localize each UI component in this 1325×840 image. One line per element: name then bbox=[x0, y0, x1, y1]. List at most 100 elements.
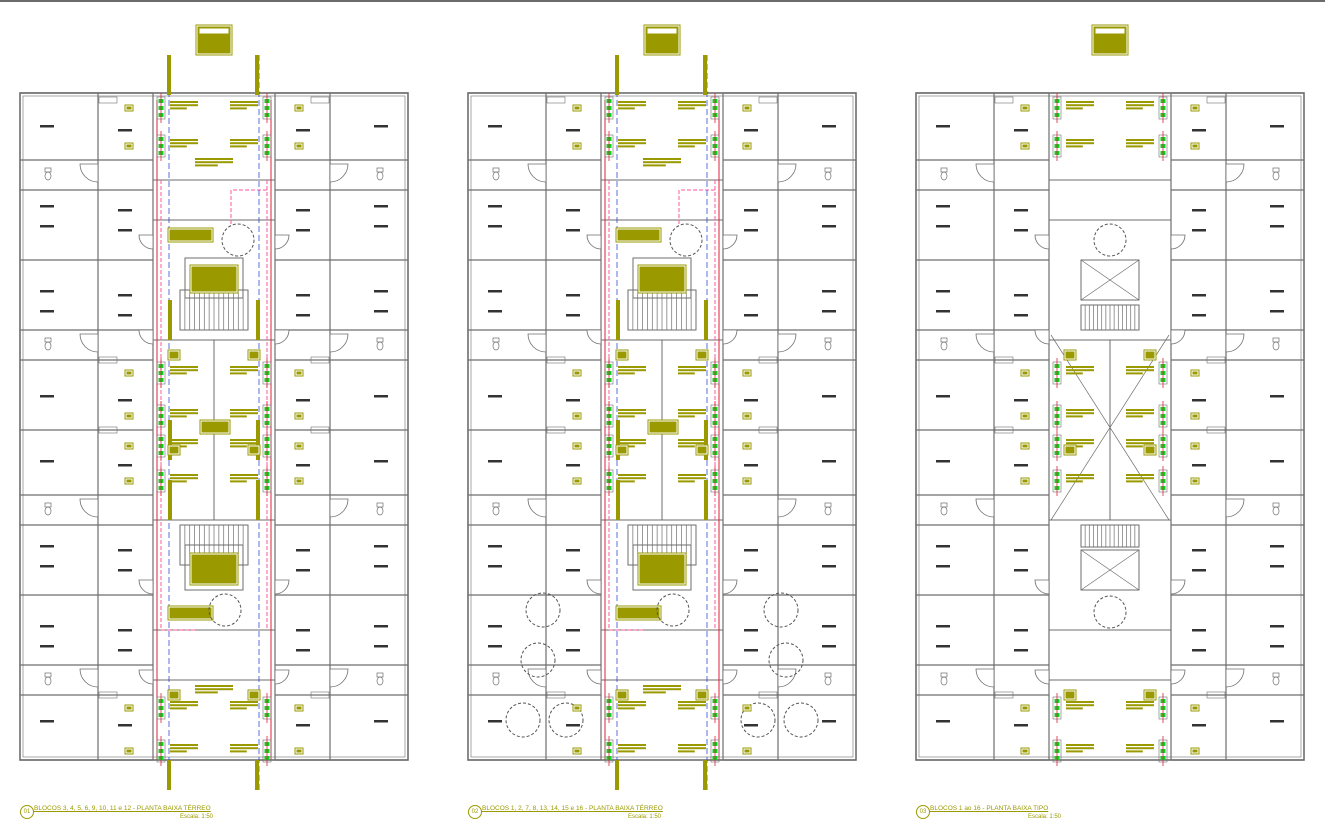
fixture-tag-right-fill bbox=[744, 749, 750, 753]
fixture-note-left-line bbox=[618, 142, 646, 145]
toilet-right-tank bbox=[1272, 167, 1280, 173]
fixture-tag-right bbox=[1190, 142, 1200, 150]
room-name bbox=[1014, 294, 1028, 297]
bath-door-right bbox=[777, 668, 797, 688]
bath-door-right bbox=[329, 668, 349, 688]
fixture-note-left-line bbox=[1066, 477, 1094, 480]
fixture-note-right-line bbox=[1126, 372, 1143, 375]
toilet-left-bowl bbox=[44, 506, 52, 516]
legend-gap bbox=[199, 28, 229, 34]
fixture-note-left-line bbox=[618, 409, 646, 411]
fixture-note-right bbox=[230, 701, 258, 710]
plumbing-cluster-left bbox=[156, 736, 166, 766]
note-block-fill bbox=[201, 421, 229, 433]
core-note-top-line bbox=[195, 164, 218, 167]
riser-bottom-right bbox=[255, 760, 259, 790]
core-label-upper bbox=[189, 264, 239, 294]
room-name bbox=[374, 205, 388, 208]
plumbing-cluster-right bbox=[1158, 693, 1168, 723]
room-name bbox=[936, 645, 950, 648]
fixture-tag-right-fill bbox=[1192, 479, 1198, 483]
valve-tag-left-fill bbox=[1065, 351, 1075, 359]
sink-right bbox=[1206, 356, 1226, 364]
fixture-tag-left-fill bbox=[1022, 106, 1028, 110]
plumbing-cluster-left bbox=[1052, 93, 1062, 123]
fixture-note-right-line bbox=[230, 480, 247, 483]
entry-door-right bbox=[722, 329, 738, 345]
entry-door-right bbox=[274, 329, 290, 345]
room-name bbox=[936, 395, 950, 398]
room-name bbox=[1192, 649, 1206, 652]
plumbing-cluster-left bbox=[604, 358, 614, 388]
room-name bbox=[488, 225, 502, 228]
fixture-note-right-line bbox=[678, 366, 706, 368]
fixture-note-right-line bbox=[1126, 442, 1154, 445]
elevator-x bbox=[1080, 549, 1140, 591]
core-note-top-line bbox=[643, 161, 681, 164]
plan-scale-2: Escala: 1:50 bbox=[628, 814, 662, 820]
room-name bbox=[1270, 460, 1284, 463]
valve-tag-left-fill bbox=[169, 446, 179, 454]
fixture-note-left-line bbox=[170, 474, 198, 476]
toilet-right-tank bbox=[824, 337, 832, 343]
fixture-note-left-line bbox=[618, 104, 646, 107]
fixture-note-left bbox=[170, 744, 198, 753]
fixture-note-right-line bbox=[1126, 747, 1154, 750]
fixture-note-right-line bbox=[678, 442, 706, 445]
toilet-left-tank bbox=[492, 672, 500, 678]
core-note-bottom bbox=[195, 685, 233, 694]
valve-tag-right-fill bbox=[1145, 691, 1155, 699]
bath-door-right-swing bbox=[1225, 333, 1245, 353]
valve-tag-right bbox=[247, 349, 261, 361]
fixture-tag-right bbox=[1190, 477, 1200, 485]
pipe-segment-right bbox=[704, 300, 708, 340]
room-name bbox=[296, 549, 310, 552]
toilet-left-tank bbox=[492, 502, 500, 508]
toilet-left-bowl bbox=[492, 341, 500, 351]
plumbing-cluster-right bbox=[710, 431, 720, 461]
toilet-left bbox=[940, 167, 948, 181]
fixture-note-left-line bbox=[170, 744, 198, 746]
room-name bbox=[744, 129, 758, 132]
room-name bbox=[374, 225, 388, 228]
accessibility-circle bbox=[740, 702, 776, 738]
toilet-left bbox=[492, 167, 500, 181]
bath-door-right bbox=[777, 163, 797, 183]
fixture-tag-right bbox=[294, 104, 304, 112]
fixture-tag-right-fill bbox=[1192, 749, 1198, 753]
fixture-note-left-line bbox=[170, 750, 187, 753]
fixture-note-right-line bbox=[1126, 107, 1143, 110]
entry-door-left bbox=[138, 234, 154, 250]
fixture-tag-left-fill bbox=[1022, 479, 1028, 483]
toilet-right-tank bbox=[376, 502, 384, 508]
fixture-note-left bbox=[170, 409, 198, 418]
entry-door-right bbox=[274, 669, 290, 685]
toilet-right-bowl bbox=[376, 171, 384, 181]
fixture-note-right bbox=[230, 409, 258, 418]
fixture-note-right-line bbox=[230, 744, 258, 746]
note-block-fill bbox=[617, 607, 660, 619]
accessibility-circle bbox=[208, 593, 242, 627]
room-name bbox=[488, 460, 502, 463]
fixture-note-left bbox=[1066, 101, 1094, 110]
fixture-note-right-line bbox=[678, 750, 695, 753]
toilet-right-bowl bbox=[824, 676, 832, 686]
fixture-note-left-line bbox=[1066, 747, 1094, 750]
toilet-right-bowl bbox=[824, 506, 832, 516]
core-note-bottom bbox=[643, 685, 681, 694]
fixture-note-left-line bbox=[618, 477, 646, 480]
sink-right bbox=[758, 356, 778, 364]
fixture-tag-right-fill bbox=[296, 749, 302, 753]
fixture-tag-left bbox=[124, 704, 134, 712]
fixture-tag-left bbox=[572, 142, 582, 150]
fixture-note-right-line bbox=[230, 701, 258, 703]
plumbing-cluster-left bbox=[1052, 736, 1062, 766]
plumbing-cluster-right bbox=[1158, 431, 1168, 461]
entry-door-left-swing bbox=[1034, 329, 1050, 345]
room-name bbox=[1270, 720, 1284, 723]
stairs-upper bbox=[179, 289, 249, 331]
fixture-tag-left-fill bbox=[126, 749, 132, 753]
plumbing-cluster-right bbox=[1158, 736, 1168, 766]
sink-right bbox=[758, 691, 778, 699]
fixture-note-left-line bbox=[618, 415, 635, 418]
